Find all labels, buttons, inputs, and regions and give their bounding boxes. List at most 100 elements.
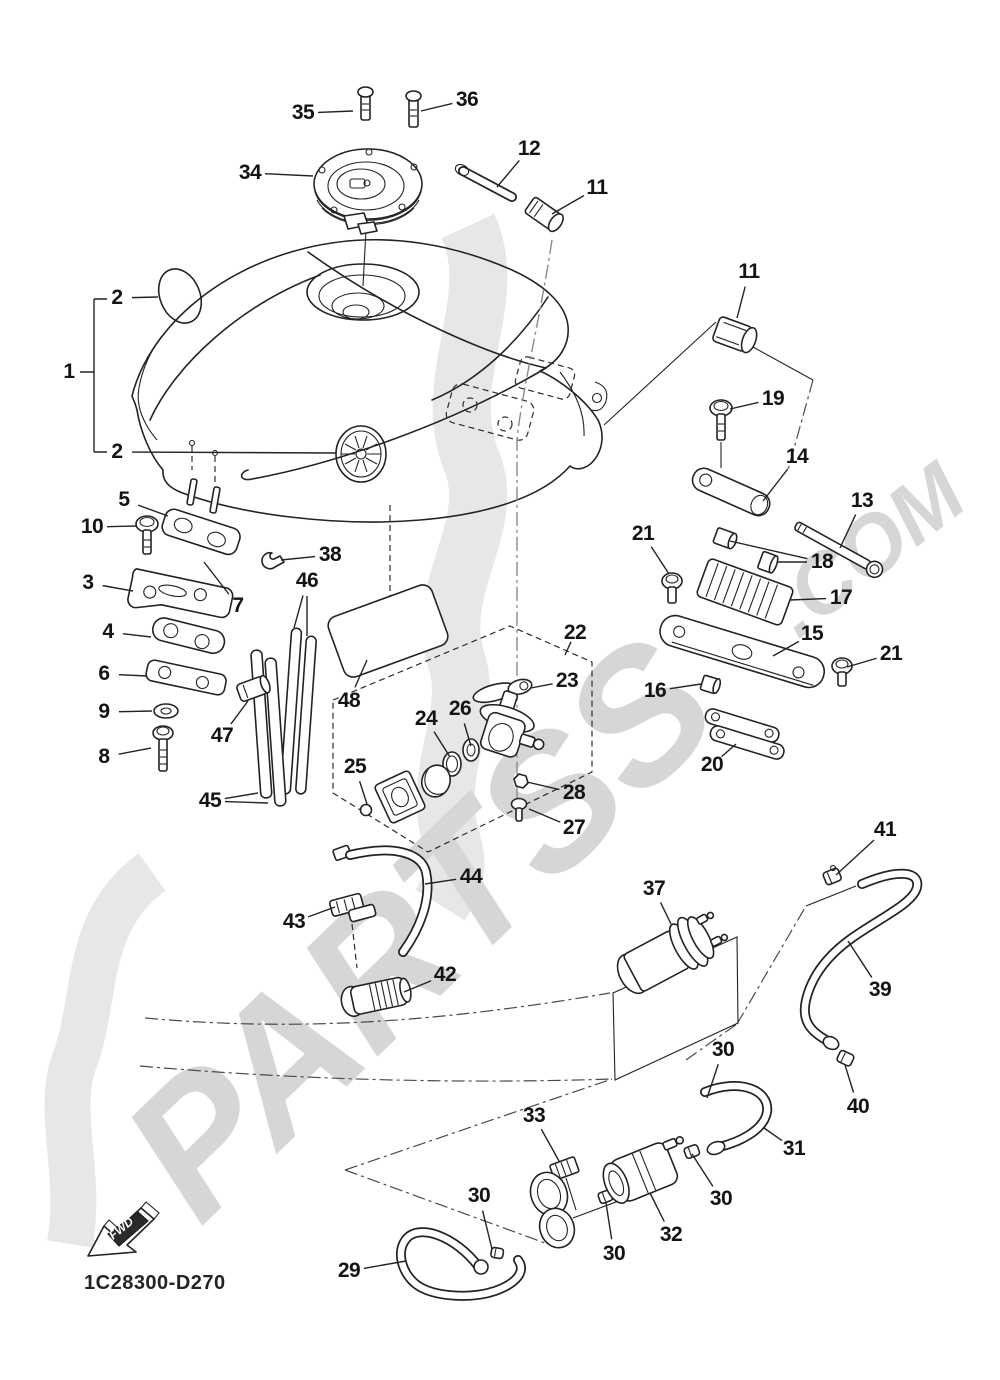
callout-36: 36: [455, 88, 479, 111]
leader-line: [137, 504, 169, 517]
leader-line: [789, 597, 827, 601]
callout-2: 2: [111, 286, 123, 309]
bolt-10: [135, 515, 159, 555]
leader-line: [317, 110, 354, 114]
leader-line: [496, 160, 520, 188]
stay-20b: [709, 725, 785, 760]
callout-30: 30: [709, 1187, 733, 1210]
clamp-30-left: [490, 1246, 505, 1260]
leader-line: [224, 792, 259, 800]
callout-47: 47: [210, 724, 234, 747]
leader-line: [102, 584, 134, 592]
leader-line: [530, 683, 553, 689]
collar-16: [699, 674, 722, 695]
clip-38: [261, 551, 285, 570]
leader-line: [224, 800, 269, 804]
damper-6: [145, 659, 227, 696]
leader-lines: [102, 102, 877, 1270]
fuel-cock-assembly: [332, 625, 593, 853]
joint-33: [529, 1156, 649, 1249]
callout-4: 4: [102, 620, 114, 643]
damper-42: [340, 976, 412, 1018]
leader-line: [540, 1128, 560, 1162]
screw-27: [510, 797, 528, 822]
leader-line: [354, 659, 368, 688]
leader-line: [424, 878, 457, 885]
leader-line: [736, 286, 746, 319]
callout-42: 42: [433, 963, 457, 986]
callout-40: 40: [846, 1095, 870, 1118]
callout-27: 27: [562, 816, 586, 839]
tank-rosette: [335, 425, 387, 483]
tank-emblem: [157, 268, 203, 324]
leader-line: [106, 525, 137, 528]
leader-line: [729, 401, 759, 410]
bolt-19: [709, 399, 733, 468]
leader-line: [772, 640, 800, 657]
callout-17: 17: [829, 586, 853, 609]
breather-hose-39: [799, 864, 923, 1067]
watermark-tld: .COM: [751, 444, 983, 654]
callout-12: 12: [517, 137, 541, 160]
leader-line: [526, 781, 560, 791]
callout-22: 22: [563, 621, 587, 644]
leader-line: [118, 710, 153, 713]
callout-21: 21: [879, 642, 903, 665]
leader-line: [721, 743, 737, 758]
callout-46: 46: [295, 569, 319, 592]
callout-35: 35: [291, 101, 315, 124]
nut-28: [513, 773, 529, 789]
callout-44: 44: [459, 865, 483, 888]
callout-13: 13: [850, 489, 874, 512]
rear-mount-assembly: [659, 399, 884, 760]
clamp-40: [836, 1049, 855, 1067]
collar-18b: [757, 550, 779, 574]
cap-bolt-36: [405, 90, 422, 128]
clamp-30-right: [683, 1144, 701, 1160]
callout-31: 31: [782, 1137, 806, 1160]
plate-25: [374, 770, 426, 824]
leader-line: [846, 657, 877, 668]
bracket-5: [161, 508, 241, 556]
callout-30: 30: [602, 1242, 626, 1265]
plate-4: [151, 617, 226, 655]
fuel-cap: [313, 86, 423, 235]
leader-line: [835, 839, 875, 876]
callout-24: 24: [414, 707, 438, 730]
collar-18a: [712, 527, 738, 550]
leader-line: [131, 296, 159, 299]
leader-line: [280, 555, 316, 561]
damper-17: [696, 558, 794, 626]
callout-14: 14: [785, 445, 809, 468]
callout-32: 32: [659, 1223, 683, 1246]
leader-line: [122, 633, 152, 638]
clamp-47: [236, 674, 271, 702]
washer-26a: [462, 738, 480, 762]
callout-29: 29: [337, 1259, 361, 1282]
leader-line: [403, 980, 432, 993]
callout-11: 11: [738, 260, 760, 283]
leader-line: [363, 1260, 407, 1270]
callout-23: 23: [555, 669, 579, 692]
breather-pipes: [236, 627, 317, 807]
leader-line: [729, 540, 808, 560]
leader-line: [605, 1202, 613, 1240]
callout-1: 1: [63, 360, 75, 383]
tank-stay-14: [691, 467, 771, 517]
bracket-3: [127, 567, 234, 619]
fuel-pump-37: [616, 911, 729, 995]
fuel-hose-12: [454, 163, 564, 806]
leader-line: [763, 1127, 783, 1142]
fuel-line-assembly: [395, 1080, 773, 1301]
leader-line: [844, 1064, 855, 1093]
bracket-15: [659, 614, 826, 689]
callout-9: 9: [98, 700, 110, 723]
callout-28: 28: [562, 781, 586, 804]
callout-37: 37: [642, 877, 666, 900]
watermark-swoosh: [415, 213, 508, 921]
leader-line: [649, 1192, 665, 1222]
callout-21: 21: [631, 522, 655, 545]
leader-line: [481, 1210, 493, 1250]
